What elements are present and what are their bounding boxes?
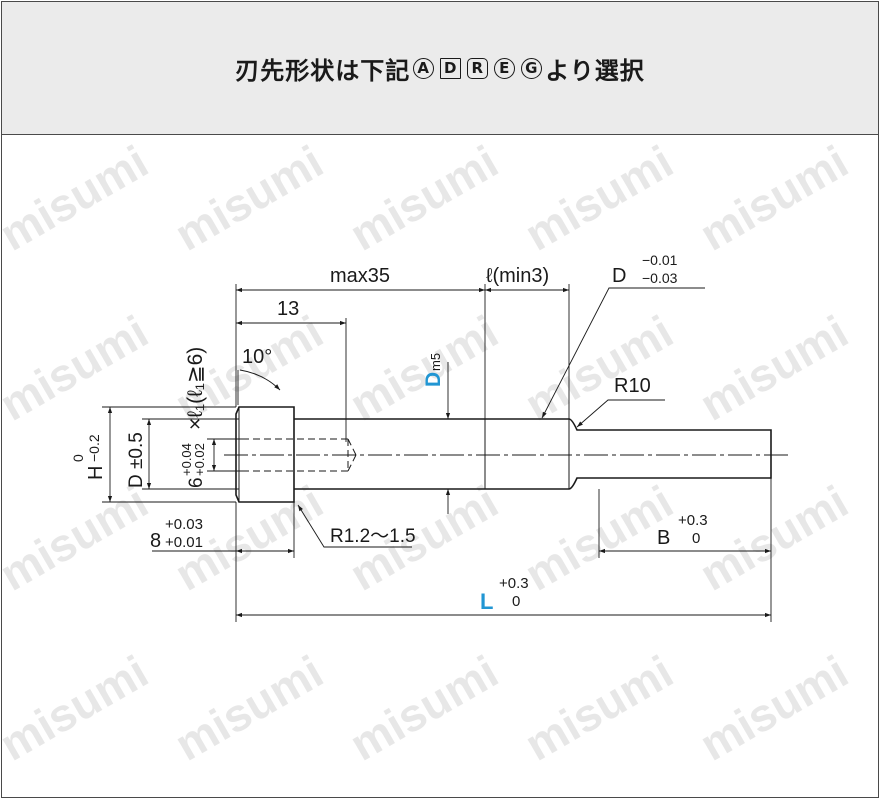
label-max35: max35 — [330, 265, 390, 287]
label-8: 8 — [150, 530, 161, 552]
watermark-text: misumi — [516, 305, 681, 431]
shank-outline — [294, 418, 772, 490]
label-d-shank: D — [612, 265, 626, 287]
label-b: B — [657, 527, 670, 549]
label-8-tol-lower: +0.01 — [165, 534, 203, 551]
label-l-tol-upper: +0.3 — [499, 575, 529, 592]
leaders — [297, 287, 705, 548]
label-h-main: H — [85, 466, 107, 480]
watermark-text: misumi — [691, 475, 856, 601]
label-l-tol-lower: 0 — [512, 593, 520, 610]
badge-g: G — [521, 57, 543, 79]
label-l-total: L — [480, 589, 493, 614]
label-d-tol-lower: −0.03 — [642, 270, 678, 286]
label-6-cross: 6 +0.04 +0.02 ×ℓ₁(ℓ₁≧6) — [179, 347, 207, 488]
watermark-text: misumi — [691, 305, 856, 431]
badge-d: D — [440, 57, 462, 79]
label-r12: R1.2〜1.5 — [330, 526, 416, 547]
title-suffix: より選択 — [545, 56, 645, 85]
dim-10deg-arc — [239, 369, 281, 391]
header-title: 刃先形状は下記 A D R E G より選択 — [235, 51, 645, 86]
leader-d — [541, 287, 705, 419]
label-13: 13 — [277, 298, 299, 320]
watermark-text: misumi — [166, 645, 331, 771]
watermark-text: misumi — [516, 645, 681, 771]
label-b-tol-lower: 0 — [692, 530, 700, 547]
dimension-lines — [107, 287, 771, 618]
label-6-tol-lower: +0.02 — [192, 443, 207, 476]
watermark-text: misumi — [341, 135, 506, 261]
watermark-text: misumi — [166, 135, 331, 261]
badge-r: R — [467, 57, 489, 79]
watermark-text: misumi — [691, 645, 856, 771]
label-cross-l1: ×ℓ₁(ℓ₁≧6) — [184, 347, 207, 430]
watermark-text: misumi — [691, 135, 856, 261]
extension-lines — [102, 284, 772, 622]
badge-a: A — [413, 57, 435, 79]
label-h: H 0 −0.2 — [70, 434, 107, 480]
label-l-min3: ℓ(min3) — [486, 265, 549, 287]
label-h-tol-upper: 0 — [70, 454, 86, 462]
header-bar: 刃先形状は下記 A D R E G より選択 — [2, 2, 878, 135]
label-r10: R10 — [614, 375, 651, 397]
label-6-main: 6 — [186, 477, 207, 488]
label-6-tol-upper: +0.04 — [179, 443, 194, 476]
title-prefix: 刃先形状は下記 — [235, 56, 411, 85]
label-d-pm: D ±0.5 — [126, 432, 147, 488]
watermark-text: misumi — [2, 305, 156, 431]
label-d-pm-text: D ±0.5 — [126, 432, 147, 488]
label-d-tol-upper: −0.01 — [642, 252, 678, 268]
label-10deg: 10° — [242, 346, 272, 368]
label-h-tol-lower: −0.2 — [86, 434, 102, 462]
hidden-hole — [242, 438, 357, 472]
label-b-tol-upper: +0.3 — [678, 512, 708, 529]
watermark-text: misumi — [341, 305, 506, 431]
label-dm5-main: D — [422, 372, 445, 387]
watermark-text: misumi — [2, 135, 156, 261]
punch-outline — [235, 406, 772, 503]
label-dm5: D m5 — [422, 353, 445, 387]
leader-r12 — [297, 504, 412, 548]
badge-e: E — [494, 57, 516, 79]
label-dm5-sub: m5 — [428, 353, 443, 371]
watermark-text: misumi — [341, 645, 506, 771]
label-8-tol-upper: +0.03 — [165, 516, 203, 533]
watermark-text: misumi — [2, 475, 156, 601]
watermark-text: misumi — [2, 645, 156, 771]
watermark-text: misumi — [516, 135, 681, 261]
leader-r10 — [576, 399, 665, 428]
